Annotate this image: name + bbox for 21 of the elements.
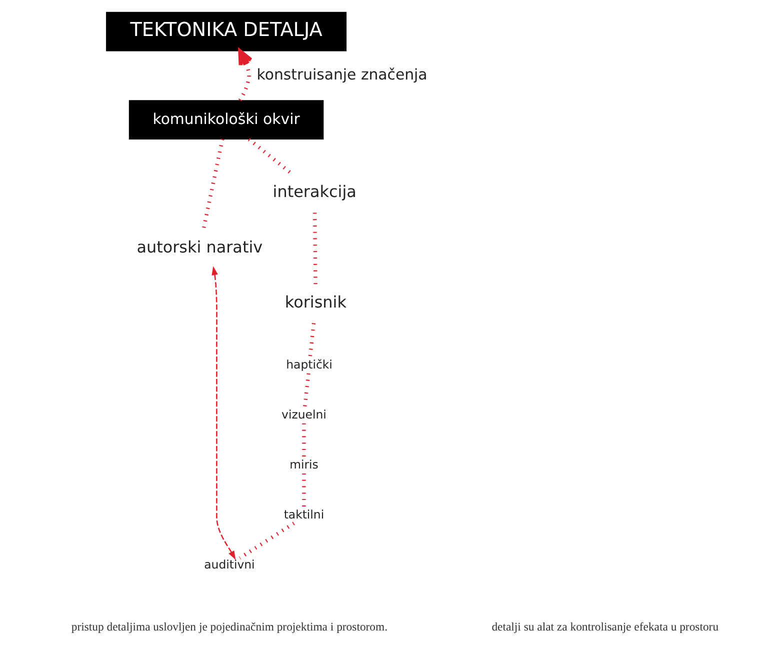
connector <box>247 138 293 176</box>
node-text: haptički <box>286 358 332 372</box>
node-text: miris <box>289 458 318 472</box>
connector <box>302 373 310 408</box>
node-text: taktilni <box>283 508 324 522</box>
connector <box>312 212 317 285</box>
label: pristup detaljima uslovljen je pojedinačnim projektima i prostorom. <box>70 620 388 634</box>
node-text: korisnik <box>284 292 346 312</box>
edge-label: konstruisanje značenja <box>256 66 427 84</box>
arrow <box>211 266 236 560</box>
connector <box>238 522 294 560</box>
node-text: autorski narativ <box>136 237 262 256</box>
connector <box>308 323 316 358</box>
node-text: interakcija <box>272 182 356 202</box>
node-text: vizuelni <box>281 408 326 422</box>
label: detalji su alat za kontrolisanje efekata u prostoru <box>491 620 718 634</box>
node-box: komunikološki okvir <box>128 100 324 140</box>
arrow <box>238 49 252 102</box>
connector <box>201 138 224 230</box>
node-text: auditivni <box>204 558 254 572</box>
node-box: TEKTONIKA DETALJA <box>106 12 346 52</box>
